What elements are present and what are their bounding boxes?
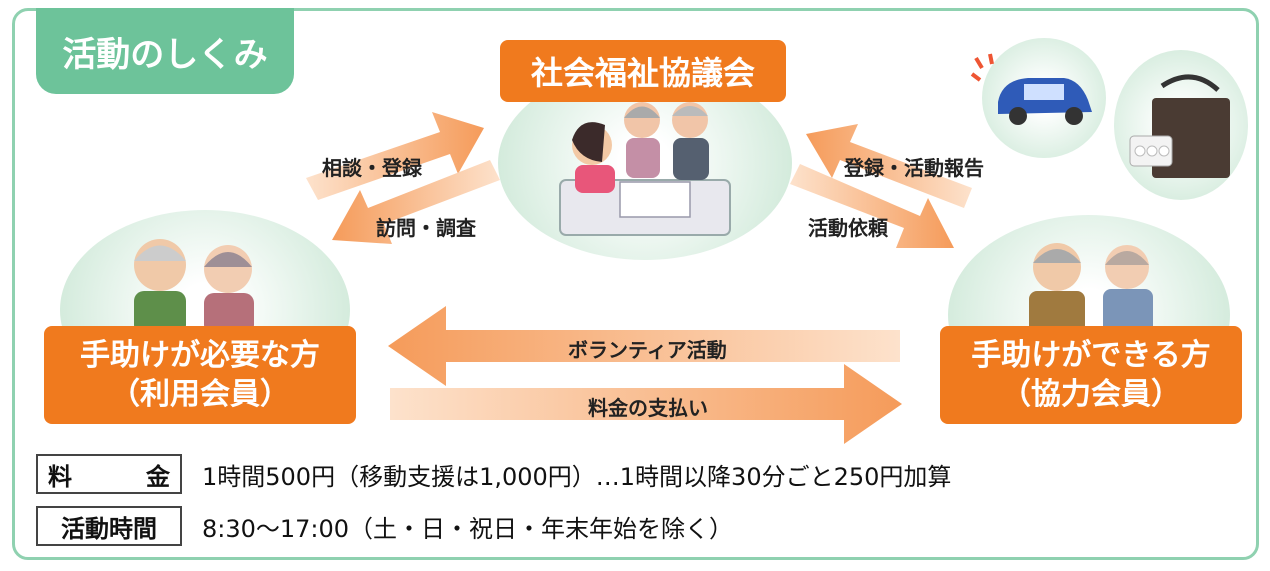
user-member-label: 手助けが必要な方 （利用会員）: [44, 326, 356, 424]
volunteer-arrow: [388, 306, 900, 386]
fee-value: 1時間500円（移動支援は1,000円）…1時間以降30分ごと250円加算: [202, 462, 952, 491]
request-text: 活動依頼: [808, 216, 888, 240]
car-icon: [968, 50, 1108, 140]
user-label-line1: 手助けが必要な方: [80, 338, 320, 373]
fee-row: 料 金 1時間500円（移動支援は1,000円）…1時間以降30分ごと250円加…: [36, 454, 951, 494]
elderly-couple-illustration: [110, 225, 280, 335]
payment-arrow: [390, 364, 902, 444]
consult-arrow: [306, 112, 484, 200]
visit-text: 訪問・調査: [376, 216, 476, 240]
request-arrow: [790, 164, 954, 248]
volunteer-text: ボランティア活動: [568, 338, 727, 362]
helper-label-line2: （協力会員）: [1001, 377, 1181, 412]
consult-text: 相談・登録: [322, 156, 422, 180]
council-staff-illustration: [550, 90, 740, 250]
fee-key-left: 料: [48, 462, 72, 491]
council-label: 社会福祉協議会: [500, 40, 786, 102]
fee-key: 料 金: [36, 454, 182, 494]
helper-label-line1: 手助けができる方: [971, 338, 1211, 373]
register-report-arrow: [806, 124, 972, 208]
hours-value: 8:30〜17:00（土・日・祝日・年末年始を除く）: [202, 514, 734, 543]
hours-key: 活動時間: [36, 506, 182, 546]
section-title-tab: 活動のしくみ: [36, 8, 294, 94]
payment-text: 料金の支払い: [588, 396, 708, 420]
hours-row: 活動時間 8:30〜17:00（土・日・祝日・年末年始を除く）: [36, 506, 733, 546]
helper-couple-illustration: [1005, 225, 1180, 335]
fee-key-right: 金: [146, 462, 170, 491]
helper-member-label: 手助けができる方 （協力会員）: [940, 326, 1242, 424]
visit-arrow: [332, 160, 500, 244]
register-report-text: 登録・活動報告: [844, 156, 984, 180]
shopping-bag-icon: [1122, 66, 1242, 186]
user-label-line2: （利用会員）: [110, 377, 290, 412]
